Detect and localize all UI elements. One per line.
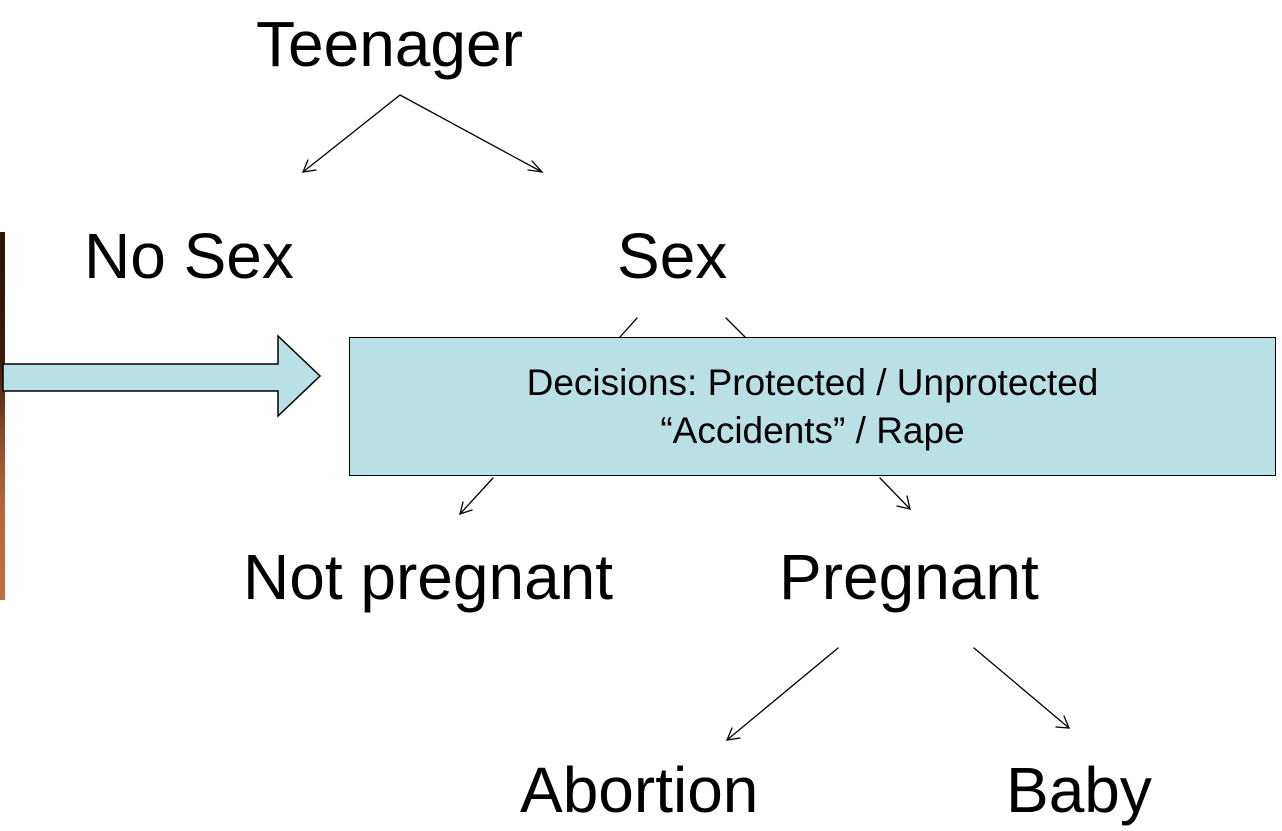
arrowhead-nosex <box>301 159 317 173</box>
decisions-line-2: “Accidents” / Rape <box>660 409 965 451</box>
connector-teenager-sex <box>399 94 543 173</box>
connector-pregnant <box>879 477 911 510</box>
connector-sex-left-stub <box>619 317 638 338</box>
arrowhead-notpregnant <box>459 501 473 515</box>
arrowhead-abortion <box>725 727 741 741</box>
node-abortion: Abortion <box>520 754 759 826</box>
arrowhead-sex <box>527 160 544 173</box>
node-teenager: Teenager <box>256 8 523 80</box>
connector-teenager-nosex <box>302 94 401 173</box>
side-photo-strip <box>0 232 5 600</box>
arrowhead-baby <box>1055 715 1071 729</box>
decisions-box: Decisions: Protected / Unprotected “Acci… <box>349 337 1276 476</box>
node-no-sex: No Sex <box>84 220 294 292</box>
connector-abortion <box>726 647 839 741</box>
node-not-pregnant: Not pregnant <box>243 541 614 613</box>
decisions-line-1: Decisions: Protected / Unprotected <box>526 362 1099 404</box>
connector-baby <box>973 647 1070 729</box>
node-sex: Sex <box>617 220 728 292</box>
block-arrow <box>2 334 322 418</box>
node-baby: Baby <box>1006 754 1152 826</box>
connector-notpregnant <box>459 477 494 515</box>
arrowhead-pregnant <box>896 495 911 510</box>
connector-sex-right-stub <box>725 317 746 338</box>
node-pregnant: Pregnant <box>779 541 1039 613</box>
